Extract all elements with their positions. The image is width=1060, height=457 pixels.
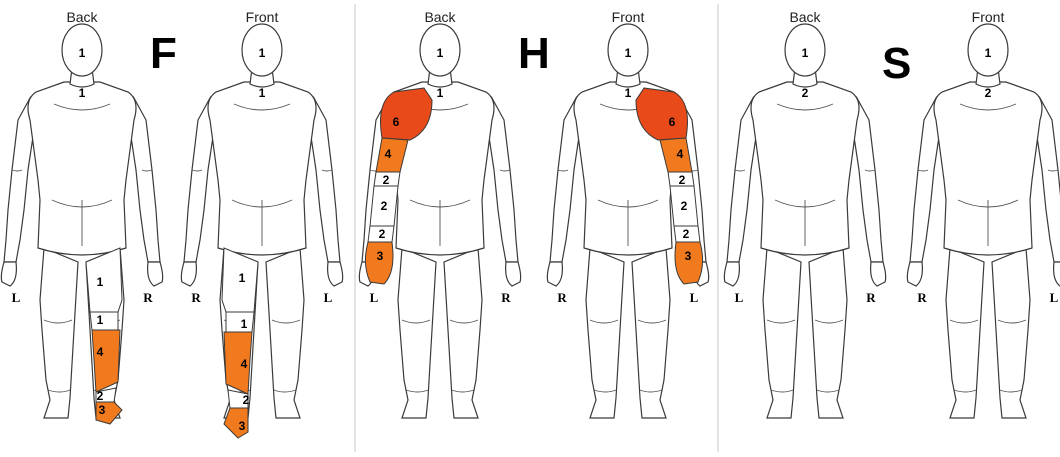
region-number-left-elbow: 2 bbox=[383, 173, 390, 187]
body-outline bbox=[1, 24, 162, 418]
neck-number: 1 bbox=[259, 86, 266, 100]
side-label-right: L bbox=[1050, 290, 1059, 305]
region-number-left-foot: 3 bbox=[99, 403, 106, 417]
panel-letter-f: F bbox=[150, 29, 177, 78]
region-number-left-wrist: 2 bbox=[683, 227, 690, 241]
panel-letter-s: S bbox=[882, 39, 911, 88]
region-number-left-upper-arm: 4 bbox=[677, 147, 684, 161]
neck-number: 1 bbox=[79, 86, 86, 100]
head-number: 1 bbox=[802, 46, 809, 60]
region-number-left-forearm: 2 bbox=[681, 199, 688, 213]
view-label-back: Back bbox=[789, 9, 821, 25]
side-label-left: L bbox=[12, 290, 21, 305]
side-label-left: L bbox=[370, 290, 379, 305]
region-left-calf bbox=[92, 330, 120, 392]
region-number-left-elbow: 2 bbox=[679, 173, 686, 187]
head-number: 1 bbox=[437, 46, 444, 60]
side-label-left: R bbox=[557, 290, 567, 305]
region-number-right-ankle: 2 bbox=[243, 393, 250, 407]
neck-number: 2 bbox=[985, 86, 992, 100]
region-number-left-forearm: 2 bbox=[381, 199, 388, 213]
side-label-right: L bbox=[324, 290, 333, 305]
side-label-left: R bbox=[191, 290, 201, 305]
body-outline bbox=[724, 24, 885, 418]
body-outline bbox=[181, 24, 342, 418]
head-number: 1 bbox=[985, 46, 992, 60]
region-number-left-upper-arm: 4 bbox=[385, 147, 392, 161]
region-number-left-thigh: 1 bbox=[97, 275, 104, 289]
region-left-thigh bbox=[86, 248, 122, 312]
view-label-back: Back bbox=[424, 9, 456, 25]
head-number: 1 bbox=[259, 46, 266, 60]
region-right-calf bbox=[224, 332, 252, 394]
region-number-right-foot: 3 bbox=[239, 419, 246, 433]
region-number-left-shoulder: 6 bbox=[393, 115, 400, 129]
region-number-right-thigh: 1 bbox=[239, 271, 246, 285]
head-number: 1 bbox=[79, 46, 86, 60]
region-left-knee bbox=[90, 312, 118, 330]
region-number-left-hand: 3 bbox=[377, 249, 384, 263]
view-label-front: Front bbox=[246, 9, 279, 25]
view-label-front: Front bbox=[972, 9, 1005, 25]
region-number-right-calf: 4 bbox=[241, 357, 248, 371]
side-label-right: R bbox=[143, 290, 153, 305]
view-label-back: Back bbox=[66, 9, 98, 25]
region-number-right-knee: 1 bbox=[241, 317, 248, 331]
neck-number: 1 bbox=[437, 86, 444, 100]
side-label-right: R bbox=[501, 290, 511, 305]
neck-number: 1 bbox=[625, 86, 632, 100]
view-label-front: Front bbox=[612, 9, 645, 25]
region-number-left-ankle: 2 bbox=[97, 389, 104, 403]
region-number-left-calf: 4 bbox=[97, 345, 104, 359]
body-outline bbox=[907, 24, 1060, 418]
side-label-right: R bbox=[866, 290, 876, 305]
neck-number: 2 bbox=[802, 86, 809, 100]
panel-letter-h: H bbox=[518, 29, 550, 78]
side-label-left: R bbox=[917, 290, 927, 305]
region-number-left-hand: 3 bbox=[685, 249, 692, 263]
region-number-left-knee: 1 bbox=[97, 313, 104, 327]
side-label-left: L bbox=[735, 290, 744, 305]
side-label-right: L bbox=[690, 290, 699, 305]
region-number-left-shoulder: 6 bbox=[669, 115, 676, 129]
region-number-left-wrist: 2 bbox=[379, 227, 386, 241]
head-number: 1 bbox=[625, 46, 632, 60]
